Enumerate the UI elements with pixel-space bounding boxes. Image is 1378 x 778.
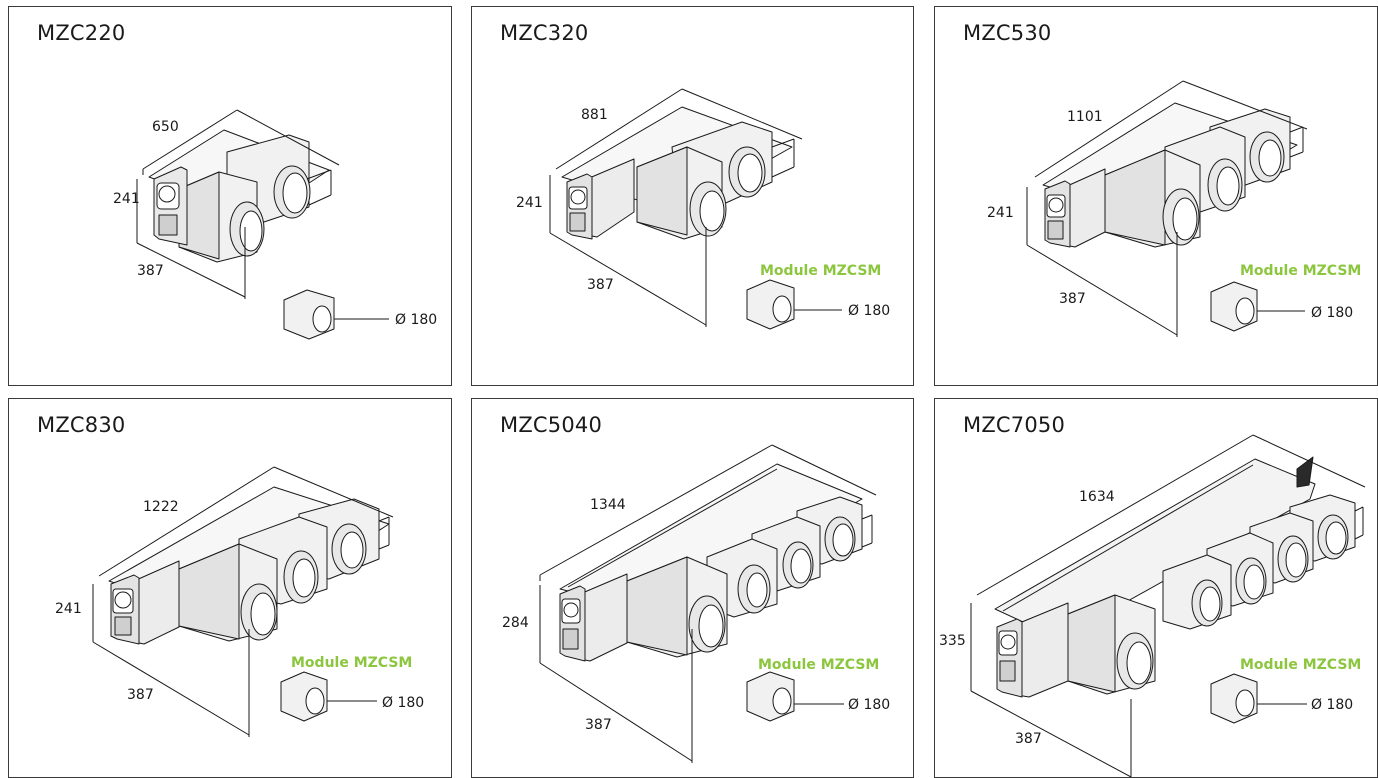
panel-mzc530: MZC530 — [934, 6, 1378, 386]
module-label: Module MZCSM — [1240, 263, 1361, 279]
length-dimension-label: 1344 — [590, 497, 626, 513]
diameter-label: Ø 180 — [848, 697, 890, 713]
diameter-label: Ø 180 — [382, 695, 424, 711]
plenum-drawing: Module MZCSM 1222 241 387 Ø 180 — [55, 466, 424, 737]
length-dimension-label: 1101 — [1067, 109, 1103, 125]
dimension-lines — [549, 88, 803, 327]
diameter-label: Ø 180 — [848, 303, 890, 319]
module-mzcsm — [283, 289, 389, 340]
plenum-unit — [148, 129, 332, 263]
module-label: Module MZCSM — [1240, 657, 1361, 673]
dimension-lines — [1026, 80, 1308, 337]
dimension-lines — [136, 109, 340, 299]
panel-mzc7050: MZC7050 — [934, 398, 1378, 778]
plenum-unit — [994, 456, 1364, 698]
model-title: MZC5040 — [500, 413, 603, 437]
depth-dimension-label: 387 — [1015, 731, 1042, 747]
module-mzcsm — [280, 671, 377, 722]
height-dimension-label: 335 — [939, 633, 966, 649]
module-mzcsm — [746, 671, 844, 722]
depth-dimension-label: 387 — [127, 687, 154, 703]
depth-dimension-label: 387 — [137, 263, 164, 279]
module-mzcsm — [1210, 673, 1307, 724]
length-dimension-label: 1222 — [143, 499, 179, 515]
depth-dimension-label: 387 — [587, 277, 614, 293]
diameter-label: Ø 180 — [395, 312, 437, 328]
plenum-drawing: Module MZCSM 1634 335 387 Ø 180 — [939, 434, 1366, 777]
module-mzcsm — [1210, 281, 1305, 332]
dimension-lines — [92, 466, 394, 737]
panel-mzc220: MZC220 — [8, 6, 452, 386]
model-title: MZC320 — [500, 21, 589, 45]
depth-dimension-label: 387 — [585, 717, 612, 733]
length-dimension-label: 1634 — [1079, 489, 1115, 505]
panel-mzc320: MZC320 Module MZCSM — [471, 6, 914, 386]
height-dimension-label: 241 — [113, 191, 140, 207]
height-dimension-label: 241 — [55, 601, 82, 617]
depth-dimension-label: 387 — [1059, 291, 1086, 307]
panel-mzc5040: MZC5040 — [471, 398, 914, 778]
plenum-drawing: Module MZCSM 1344 284 387 Ø 180 — [502, 444, 890, 763]
length-dimension-label: 881 — [581, 107, 608, 123]
plenum-unit — [559, 463, 873, 662]
module-mzcsm — [746, 279, 842, 330]
diameter-label: Ø 180 — [1311, 305, 1353, 321]
dimension-lines — [970, 434, 1366, 777]
plenum-unit — [561, 106, 795, 240]
height-dimension-label: 284 — [502, 615, 529, 631]
panel-mzc830: MZC830 — [8, 398, 452, 778]
plenum-unit — [108, 486, 390, 645]
diameter-label: Ø 180 — [1311, 697, 1353, 713]
length-dimension-label: 650 — [152, 119, 179, 135]
model-title: MZC7050 — [963, 413, 1066, 437]
height-dimension-label: 241 — [516, 195, 543, 211]
dimension-lines — [539, 444, 877, 763]
model-title: MZC830 — [37, 413, 126, 437]
plenum-drawing: Module MZCSM 1101 241 387 Ø 180 — [987, 80, 1361, 337]
module-label: Module MZCSM — [760, 263, 881, 279]
module-label: Module MZCSM — [291, 655, 412, 671]
model-title: MZC530 — [963, 21, 1052, 45]
module-label: Module MZCSM — [758, 657, 879, 673]
plenum-unit — [1042, 102, 1304, 248]
plenum-drawing: Module MZCSM 881 241 387 Ø 180 — [516, 88, 890, 330]
plenum-drawing: 650 241 387 Ø 180 — [113, 109, 437, 340]
model-title: MZC220 — [37, 21, 126, 45]
height-dimension-label: 241 — [987, 205, 1014, 221]
